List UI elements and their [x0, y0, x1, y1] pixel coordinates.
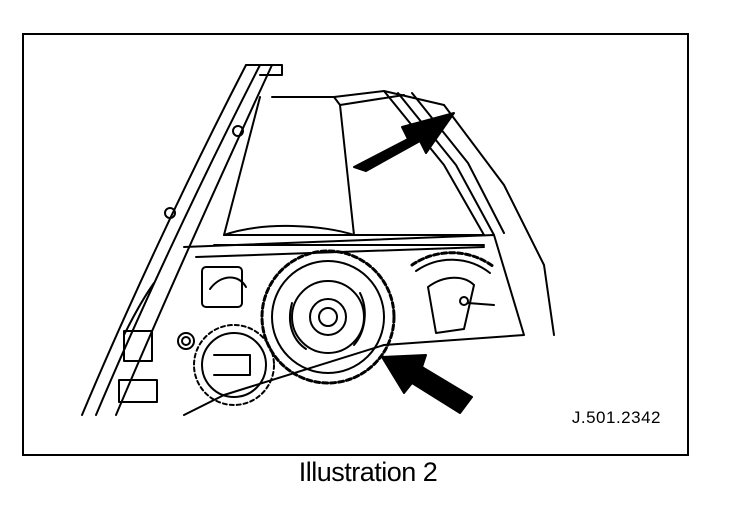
cartridge-panel [213, 90, 555, 336]
arrow-upper [353, 112, 455, 172]
main-gear [260, 249, 396, 385]
small-gear [177, 324, 275, 406]
mechanism-drawing [81, 64, 555, 416]
housing-outline [81, 64, 283, 416]
illustration-caption: Illustration 2 [298, 457, 438, 487]
sector-gear [410, 251, 496, 334]
illustration-frame: J.501.2342 [22, 33, 689, 456]
arrow-lower [381, 354, 473, 414]
reference-code: J.501.2342 [571, 408, 661, 427]
